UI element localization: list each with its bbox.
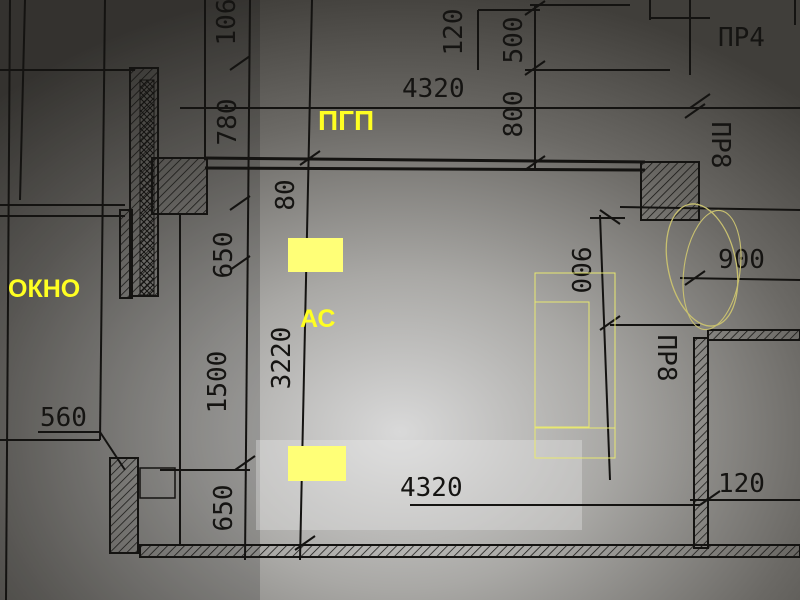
dimension-800: 800 <box>499 91 529 138</box>
dimension-560: 560 <box>40 403 87 433</box>
outline-inner-box <box>534 301 590 428</box>
dimension-80: 80 <box>271 179 301 210</box>
dimension-900-vertical: 900 <box>565 247 595 294</box>
element-code-pr4: ПР4 <box>718 23 765 53</box>
dimension-650-top: 650 <box>209 232 239 279</box>
annotation-okno: ОКНО <box>8 275 80 303</box>
circled-area <box>665 203 739 327</box>
dimension-106: 106 <box>212 0 242 45</box>
dimension-4320-top: 4320 <box>402 74 465 104</box>
dimension-3220: 3220 <box>267 327 297 390</box>
annotation-ac: АС <box>300 305 336 333</box>
annotation-pgp: ПГП <box>318 105 374 136</box>
marker-rectangle-bottom <box>288 446 346 481</box>
walls <box>109 67 800 558</box>
dimension-120-bottom: 120 <box>718 469 765 499</box>
dimension-780: 780 <box>213 99 243 146</box>
dimension-4320-bottom: 4320 <box>400 473 463 503</box>
dimension-120-top: 120 <box>439 9 469 56</box>
dimension-500: 500 <box>499 17 529 64</box>
element-code-pr8-right: ПР8 <box>651 335 681 382</box>
marker-rectangle-top <box>288 238 343 272</box>
element-code-pr8-top: ПР8 <box>705 122 735 169</box>
dimension-1500: 1500 <box>203 351 233 414</box>
dimension-650-bottom: 650 <box>209 485 239 532</box>
